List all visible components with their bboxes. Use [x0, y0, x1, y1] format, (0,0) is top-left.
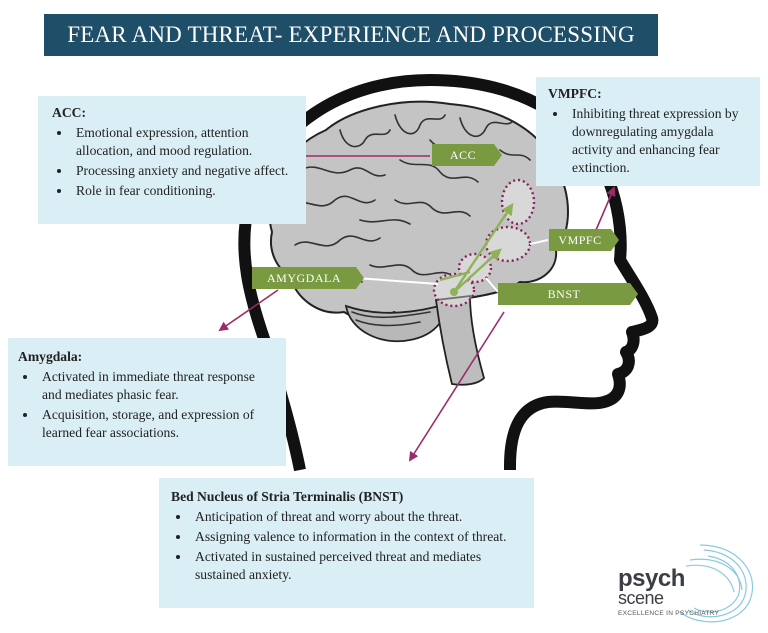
bnst-item: Activated in sustained perceived threat …: [191, 548, 524, 584]
vmpfc-heading: VMPFC:: [548, 86, 602, 101]
acc-item: Processing anxiety and negative affect.: [72, 162, 296, 180]
logo-tagline: EXCELLENCE IN PSYCHIATRY: [618, 610, 720, 617]
acc-tag: ACC: [432, 144, 502, 166]
bnst-item: Anticipation of threat and worry about t…: [191, 508, 524, 526]
bnst-heading: Bed Nucleus of Stria Terminalis (BNST): [171, 489, 404, 504]
acc-heading: ACC:: [52, 105, 86, 120]
amygdala-list: Activated in immediate threat response a…: [18, 368, 276, 442]
bnst-tag: BNST: [498, 283, 638, 305]
logo-scene: scene: [618, 588, 664, 608]
acc-item: Role in fear conditioning.: [72, 182, 296, 200]
vmpfc-info-box: VMPFC: Inhibiting threat expression by d…: [536, 77, 760, 186]
vmpfc-item: Inhibiting threat expression by downregu…: [568, 105, 750, 177]
page-title: FEAR AND THREAT- EXPERIENCE AND PROCESSI…: [44, 14, 658, 56]
acc-region: [500, 178, 536, 226]
acc-item: Emotional expression, attention allocati…: [72, 124, 296, 160]
amygdala-item: Acquisition, storage, and expression of …: [38, 406, 276, 442]
bnst-item: Assigning valence to information in the …: [191, 528, 524, 546]
amygdala-item: Activated in immediate threat response a…: [38, 368, 276, 404]
head-silhouette: [238, 74, 659, 472]
acc-list: Emotional expression, attention allocati…: [52, 124, 296, 200]
bnst-region: [457, 252, 493, 284]
logo-swirl: [679, 544, 754, 623]
logo-psych: psych: [618, 565, 685, 592]
brainstem: [434, 294, 486, 386]
vmpfc-list: Inhibiting threat expression by downregu…: [548, 105, 750, 177]
bnst-info-box: Bed Nucleus of Stria Terminalis (BNST) A…: [159, 478, 534, 608]
acc-info-box: ACC: Emotional expression, attention all…: [38, 96, 306, 224]
amygdala-info-box: Amygdala: Activated in immediate threat …: [8, 338, 286, 466]
bnst-list: Anticipation of threat and worry about t…: [171, 508, 524, 584]
amygdala-heading: Amygdala:: [18, 349, 83, 364]
amygdala-tag: AMYGDALA: [252, 267, 364, 289]
vmpfc-tag: VMPFC: [549, 229, 619, 251]
